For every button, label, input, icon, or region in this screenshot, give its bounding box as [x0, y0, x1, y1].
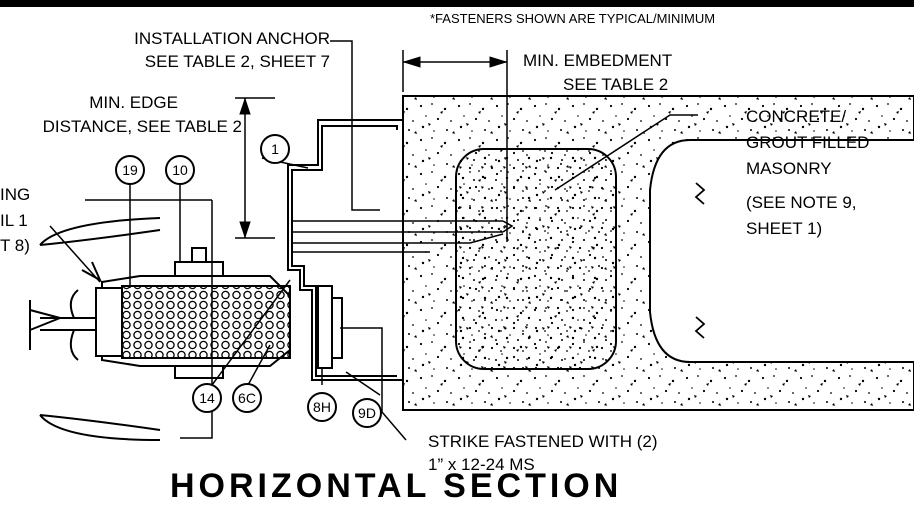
- callout-19: 19: [115, 155, 145, 185]
- masonry-label-line4: (SEE NOTE 9,: [746, 193, 857, 212]
- top-border-bar: [0, 0, 914, 7]
- masonry-label-line1: CONCRETE/: [746, 107, 847, 126]
- fastener-note: *FASTENERS SHOWN ARE TYPICAL/MINIMUM: [430, 11, 716, 26]
- masonry-label-line2: GROUT FILLED: [746, 133, 870, 152]
- callout-6c: 6C: [232, 383, 262, 413]
- frame-clip: [287, 119, 404, 381]
- edge-distance-dimension: [235, 97, 275, 239]
- embedment-label-line2: SEE TABLE 2: [563, 75, 669, 94]
- left-cut-label-line3: T 8): [0, 236, 30, 255]
- callout-14: 14: [192, 383, 222, 413]
- callout-9d: 9D: [352, 398, 382, 428]
- callout-1: 1: [260, 134, 290, 164]
- left-cut-label-line1: ING: [0, 185, 31, 204]
- strike-label-line2: 1” x 12-24 MS: [428, 455, 535, 474]
- embedment-label-line1: MIN. EMBEDMENT: [523, 51, 673, 70]
- section-drawing: [29, 40, 914, 441]
- strike-label-line1: STRIKE FASTENED WITH (2): [428, 432, 658, 451]
- embedment-dimension: [402, 50, 508, 242]
- masonry-label-line3: MASONRY: [746, 159, 832, 178]
- section-title: HORIZONTAL SECTION: [170, 467, 623, 505]
- masonry-block: [402, 95, 914, 411]
- edge-distance-label-line1: MIN. EDGE: [89, 93, 178, 112]
- left-cut-label-line2: IL 1: [0, 211, 28, 230]
- callout-10: 10: [165, 155, 195, 185]
- edge-distance-label-line2: DISTANCE, SEE TABLE 2: [42, 117, 242, 136]
- callout-8h: 8H: [307, 392, 337, 422]
- installation-anchor-screw: [292, 220, 514, 253]
- lever-handle: [29, 217, 161, 441]
- lock-body: [95, 247, 291, 379]
- leader-lines: [49, 40, 698, 441]
- anchor-label-line2: SEE TABLE 2, SHEET 7: [144, 52, 330, 71]
- anchor-label-line1: INSTALLATION ANCHOR: [134, 29, 330, 48]
- masonry-label-line5: SHEET 1): [746, 219, 823, 238]
